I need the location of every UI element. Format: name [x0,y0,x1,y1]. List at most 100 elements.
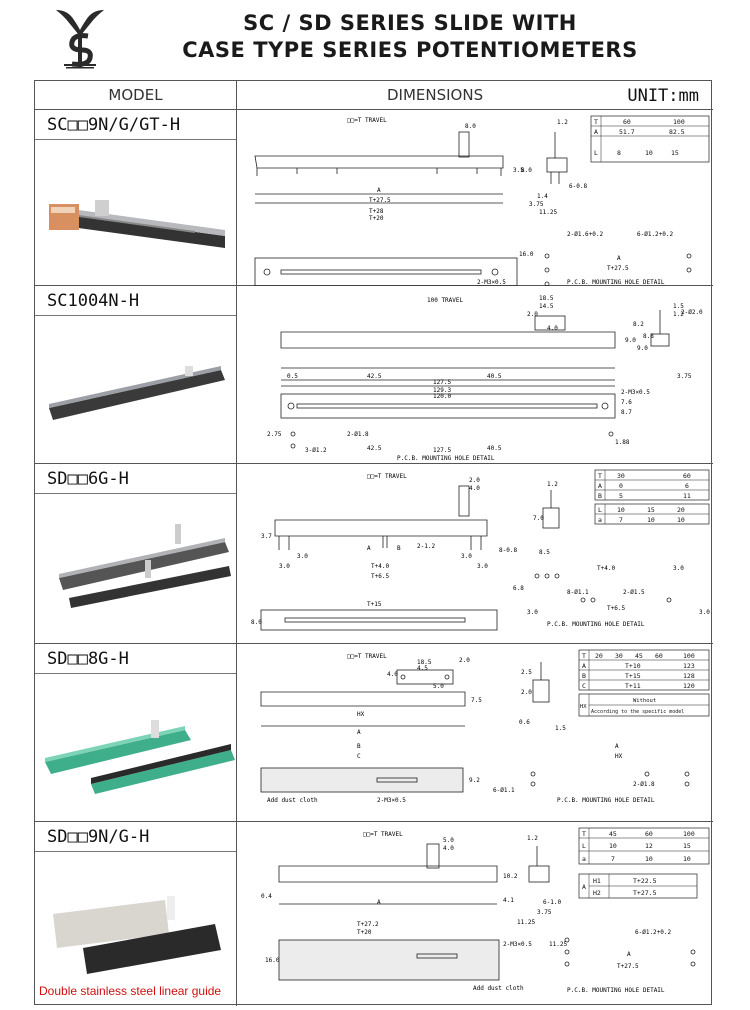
spec-cell: 60 [655,652,663,660]
spec-cell: 20 [595,652,603,660]
spec-cell: T+15 [625,672,641,680]
model-cell: SC1004N-H [35,286,237,463]
dim-text: 1.4 [537,193,548,200]
dim-text: A [627,951,631,958]
spec-cell: 82.5 [669,128,685,136]
dim-text: 2-Ø2.0 [681,309,703,316]
dim-text: 120.0 [433,393,451,400]
spec-cell: 100 [683,830,695,838]
dim-text: 2-M3×0.5 [503,941,532,948]
dim-text: 127.5 [433,447,451,454]
dim-text: T+6.5 [607,605,625,612]
dim-text: 40.5 [487,445,502,452]
dim-text: 5.0 [443,837,454,844]
title-line-2: CASE TYPE SERIES POTENTIOMETERS [182,38,638,62]
spec-cell: 10 [617,506,625,514]
spec-cell: A [598,482,602,490]
model-row-sd8g: SD□□8G-H [35,644,713,822]
dim-text: 3.75 [677,373,692,380]
spec-cell: 30 [615,652,623,660]
page-title: SC / SD SERIES SLIDE WITH CASE TYPE SERI… [150,10,670,64]
model-row-sc9n: SC□□9N/G/GT-H [35,110,713,287]
spec-cell: L [582,842,586,850]
dimension-drawing: □□=T TRAVEL 2.0 4.0 1.2 7.0 3.7 3.0 A B … [237,464,713,643]
dim-text: A [377,899,381,906]
dim-text: 8-0.8 [499,547,517,554]
dim-text: 4.0 [469,485,480,492]
model-name: SD□□9N/G-H [35,822,236,852]
dim-text: 8-Ø1.1 [567,589,589,596]
dim-text: 3.0 [477,563,488,570]
travel-label: □□=T TRAVEL [367,473,407,480]
dim-text: 42.5 [367,373,382,380]
dim-text: T+20 [369,215,384,222]
spec-cell: T+10 [625,662,641,670]
dim-text: 4.0 [387,671,398,678]
title-line-1: SC / SD SERIES SLIDE WITH [243,11,577,35]
spec-cell: 100 [683,652,695,660]
model-row-sc1004n: SC1004N-H [35,286,713,464]
dim-text: 3.0 [297,553,308,560]
dim-text: HX [615,753,623,760]
dimensions-column-header: DIMENSIONS UNIT:mm [237,81,713,110]
dim-text: 3.75 [537,909,552,916]
dim-text: 5.0 [433,683,444,690]
spec-cell: H2 [593,889,601,897]
dimension-drawing: 100 TRAVEL 18.5 14.5 2.0 4.0 9.0 8.2 1.5… [237,286,713,463]
model-cell: SD□□9N/G-H Double stainless steel linear… [35,822,237,1006]
ys-logo-icon [56,10,104,69]
dim-text: 14.5 [539,303,554,310]
spec-cell: 15 [647,506,655,514]
spec-cell: A [582,883,586,891]
pcb-detail-label: P.C.B. MOUNTING HOLE DETAIL [397,455,495,462]
dim-text: 1.2 [527,835,538,842]
dim-text: 42.5 [367,445,382,452]
model-cell: SD□□6G-H [35,464,237,643]
travel-label: □□=T TRAVEL [363,831,403,838]
spec-cell: 15 [683,842,691,850]
dim-text: A [357,729,361,736]
spec-cell: 5 [619,492,623,500]
dim-text: T+27.5 [369,197,391,204]
dim-text: HX [357,711,365,718]
dim-text: 18.5 [417,659,432,666]
spec-cell: A [582,662,586,670]
dim-text: 16.0 [265,957,280,964]
spec-cell: 128 [683,672,695,680]
dim-text: 8.0 [521,167,532,174]
spec-cell: 10 [645,855,653,863]
dim-text: 3.0 [461,553,472,560]
spec-cell: A [594,128,598,136]
spec-cell: 6 [685,482,689,490]
product-photo-sd9n [53,896,221,974]
dim-text: 2.5 [521,669,532,676]
dim-text: 4.1 [503,897,514,904]
dim-text: 2-Ø1.8 [633,781,655,788]
spec-cell: 10 [645,149,653,157]
spec-cell: 8 [617,149,621,157]
dim-text: 7.6 [621,399,632,406]
spec-cell: T [598,472,602,480]
dim-text: A [617,255,621,262]
dim-text: 1.5 [555,725,566,732]
dim-text: 2-M3×0.5 [621,389,650,396]
dim-text: T+27.5 [607,265,629,272]
product-photo-sc9n [49,200,225,248]
spec-cell: T+11 [625,682,641,690]
dim-text: 8.7 [621,409,632,416]
spec-cell: 120 [683,682,695,690]
pcb-detail-label: P.C.B. MOUNTING HOLE DETAIL [547,621,645,628]
dim-text: 2-M3×0.5 [377,797,406,804]
dim-text: 2.75 [267,431,282,438]
dim-text: 8.2 [633,321,644,328]
spec-cell: B [582,672,586,680]
model-row-sd6g: SD□□6G-H [35,464,713,644]
spec-cell: a [598,516,602,524]
spec-cell: 10 [677,516,685,524]
model-cell: SC□□9N/G/GT-H [35,110,237,285]
dim-text: 2.0 [469,477,480,484]
spec-cell: 11 [683,492,691,500]
dim-text: T+6.5 [371,573,389,580]
spec-cell: 45 [635,652,643,660]
dim-text: 8.0 [251,619,262,626]
